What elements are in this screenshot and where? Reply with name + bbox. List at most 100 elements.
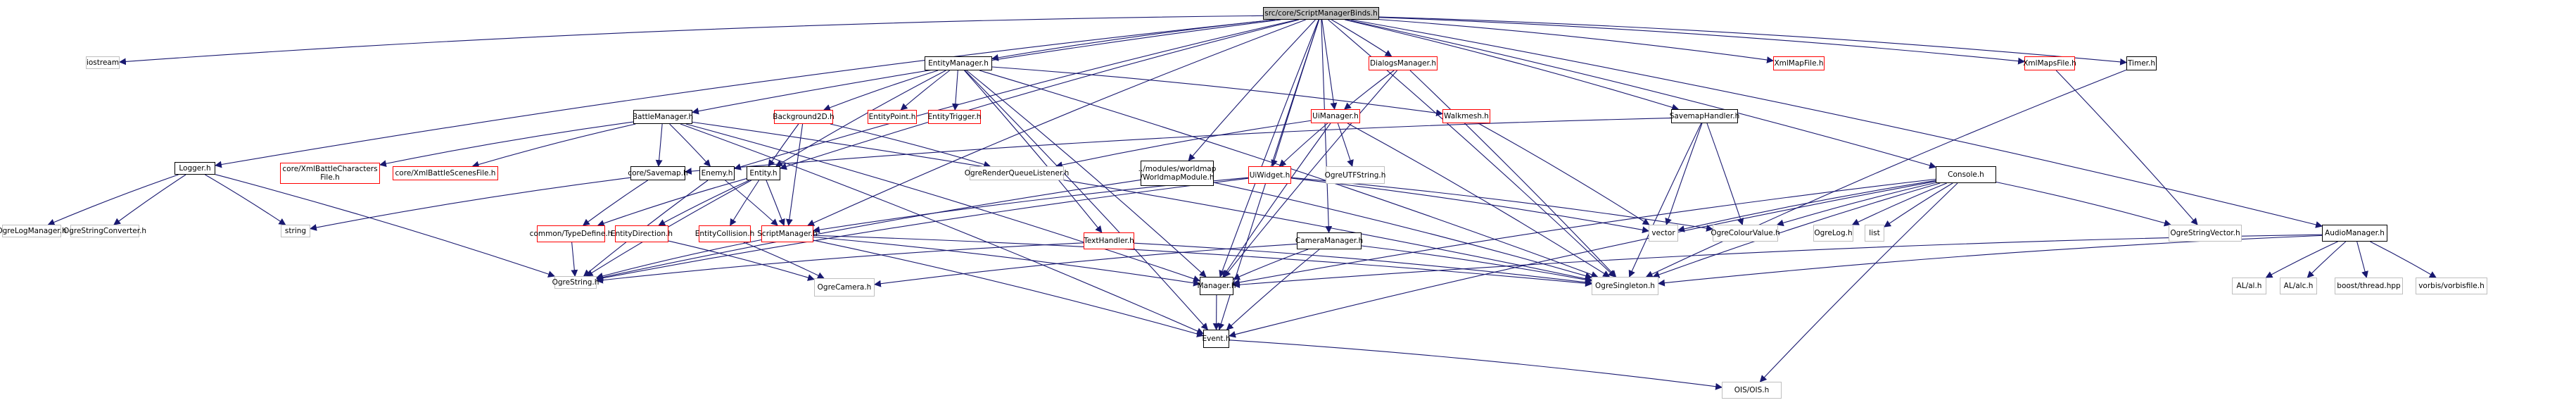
- edge-battlemanager-to-xmlbattlescenes: [471, 123, 636, 168]
- node-entitycollision[interactable]: EntityCollision.h: [695, 225, 754, 242]
- edge-console-to-vector: [1677, 180, 1936, 232]
- node-uimanager[interactable]: UiManager.h: [1311, 109, 1360, 123]
- edge-root-to-entity: [780, 19, 1300, 170]
- node-typedefine[interactable]: common/TypeDefine.h: [530, 225, 612, 242]
- node-savemaphandler[interactable]: SavemapHandler.h: [1670, 109, 1739, 123]
- edge-savemaphandler-to-ogrecolourvalue: [1706, 123, 1744, 225]
- edge-savemaphandler-to-ogresingleton: [1628, 123, 1702, 278]
- edge-root-to-uimanager: [1321, 19, 1338, 110]
- node-boostthread: boost/thread.hpp: [2335, 278, 2403, 294]
- node-entitydirection[interactable]: EntityDirection.h: [611, 225, 673, 242]
- edge-scriptmanager-to-ogrestring: [596, 239, 762, 280]
- edge-entity-to-scriptmanager: [766, 180, 785, 226]
- edge-root-to-iostream: [119, 15, 1264, 66]
- edge-root-to-console: [1346, 19, 1936, 169]
- edge-console-to-ogrecolourvalue: [1776, 182, 1936, 227]
- node-ogrelogmanager: OgreLogManager.h: [0, 225, 67, 237]
- edge-scriptmanager-to-event: [813, 239, 1204, 337]
- node-entitymanager[interactable]: EntityManager.h: [925, 56, 992, 70]
- edge-battlemanager-to-enemy: [669, 123, 711, 167]
- node-savemap[interactable]: core/Savemap.h: [628, 166, 688, 180]
- node-xmlbattlescenes[interactable]: core/XmlBattleScenesFile.h: [393, 166, 498, 180]
- edge-audiomanager-to-boostthread: [2356, 241, 2368, 278]
- node-xmlmapsfile[interactable]: XmlMapsFile.h: [2023, 56, 2076, 70]
- node-console[interactable]: Console.h: [1936, 166, 1996, 183]
- edge-entitymanager-to-entitytrigger: [951, 70, 959, 111]
- node-alc: AL/alc.h: [2280, 278, 2317, 294]
- node-texthandler[interactable]: TextHandler.h: [1084, 232, 1134, 249]
- edge-root-to-savemaphandler: [1344, 19, 1680, 111]
- node-xmlmapfile[interactable]: XmlMapFile.h: [1773, 56, 1825, 70]
- node-entitypoint[interactable]: EntityPoint.h: [868, 110, 917, 124]
- edge-audiomanager-to-vorbisfile: [2370, 241, 2437, 278]
- node-scriptmanager[interactable]: ScriptManager.h: [757, 225, 818, 242]
- edge-cameramanager-to-event: [1226, 249, 1320, 330]
- node-ogrerenderqueue: OgreRenderQueueListener.h: [965, 166, 1069, 180]
- node-timer[interactable]: Timer.h: [2126, 56, 2157, 70]
- edge-logger-to-ogrestringconverter: [113, 174, 186, 225]
- node-ogrecolourvalue: OgreColourValue.h: [1711, 225, 1780, 242]
- edge-entitymanager-to-background2d: [823, 70, 939, 111]
- node-worldmapmodule[interactable]: ../modules/worldmap /WorldmapModule.h: [1138, 161, 1216, 186]
- edge-battlemanager-to-xmlbattlechars: [379, 121, 634, 168]
- node-event[interactable]: Event.h: [1202, 330, 1231, 348]
- edge-uimanager-to-uiwidget: [1279, 123, 1328, 167]
- node-root[interactable]: src/core/ScriptManagerBinds.h: [1263, 7, 1379, 20]
- edge-entitymanager-to-entity: [775, 70, 946, 167]
- node-dialogsmanager[interactable]: DialogsManager.h: [1369, 56, 1438, 70]
- edge-logger-to-ogrestring: [215, 174, 555, 278]
- edge-entitymanager-to-manager: [966, 70, 1207, 278]
- edge-texthandler-to-ogresingleton: [1134, 242, 1592, 286]
- edge-audiomanager-to-al: [2265, 241, 2338, 278]
- edge-root-to-xmlmapfile: [1378, 19, 1774, 63]
- edge-entity-to-entitydirection: [658, 180, 750, 226]
- edge-uiwidget-to-ogrestring: [596, 177, 1249, 282]
- node-ogresingleton: OgreSingleton.h: [1592, 277, 1658, 295]
- edge-cameramanager-to-manager: [1233, 249, 1309, 280]
- edge-root-to-scriptmanager: [807, 19, 1306, 226]
- edge-entitydirection-to-ogrecamera: [668, 240, 815, 281]
- node-entitytrigger[interactable]: EntityTrigger.h: [928, 110, 981, 124]
- node-ogrestringvector: OgreStringVector.h: [2169, 225, 2242, 242]
- edge-event-to-ois: [1229, 339, 1722, 390]
- node-ogrestring: OgreString.h: [552, 276, 599, 289]
- node-audiomanager[interactable]: AudioManager.h: [2322, 225, 2387, 242]
- edge-dialogsmanager-to-uimanager: [1344, 70, 1395, 110]
- edge-savemaphandler-to-savemap: [685, 118, 1672, 175]
- node-cameramanager[interactable]: CameraManager.h: [1295, 232, 1363, 249]
- edge-console-to-ogrelog: [1851, 182, 1947, 225]
- edge-console-to-ogrestringvector: [1996, 181, 2171, 227]
- edge-uimanager-to-ogresingleton: [1347, 123, 1611, 278]
- node-walkmesh[interactable]: Walkmesh.h: [1442, 109, 1490, 123]
- node-entity[interactable]: Entity.h: [747, 166, 780, 180]
- edge-xmlmapsfile-to-ogrestringvector: [2055, 70, 2198, 225]
- node-ois: OIS/OIS.h: [1722, 382, 1782, 399]
- edge-typedefine-to-ogrestring: [571, 242, 578, 277]
- edge-root-to-worldmapmodule: [1188, 19, 1316, 161]
- node-ogrelog: OgreLog.h: [1813, 225, 1853, 242]
- node-uiwidget[interactable]: UiWidget.h: [1248, 166, 1291, 184]
- node-logger[interactable]: Logger.h: [175, 162, 215, 175]
- edge-dialogsmanager-to-manager: [1224, 70, 1398, 278]
- node-ogrecamera: OgreCamera.h: [814, 278, 875, 297]
- edge-root-to-enemy: [734, 19, 1297, 170]
- edge-uiwidget-to-ogrecolourvalue: [1290, 177, 1713, 232]
- edge-worldmapmodule-to-ogrestring: [596, 179, 1141, 281]
- edge-entitymanager-to-event: [964, 70, 1208, 330]
- edge-root-to-xmlmapsfile: [1378, 17, 2025, 65]
- node-battlemanager[interactable]: BattleManager.h: [633, 110, 693, 124]
- edge-audiomanager-to-alc: [2307, 241, 2347, 278]
- node-vector: vector: [1649, 225, 1678, 242]
- edge-background2d-to-entity: [768, 123, 799, 167]
- edge-entitycollision-to-ogrecamera: [743, 242, 825, 279]
- edge-root-to-ogresingleton: [1328, 19, 1616, 278]
- edge-root-to-entitymanager: [991, 19, 1276, 61]
- edge-audiomanager-to-manager: [1233, 234, 2323, 289]
- node-manager[interactable]: Manager.h: [1197, 277, 1236, 295]
- edge-savemap-to-typedefine: [582, 180, 648, 226]
- node-xmlbattlechars[interactable]: core/XmlBattleCharacters File.h: [280, 163, 380, 184]
- node-enemy[interactable]: Enemy.h: [699, 166, 735, 180]
- edge-logger-to-string: [205, 174, 286, 225]
- node-background2d[interactable]: Background2D.h: [773, 110, 835, 124]
- edge-battlemanager-to-manager: [685, 123, 1200, 282]
